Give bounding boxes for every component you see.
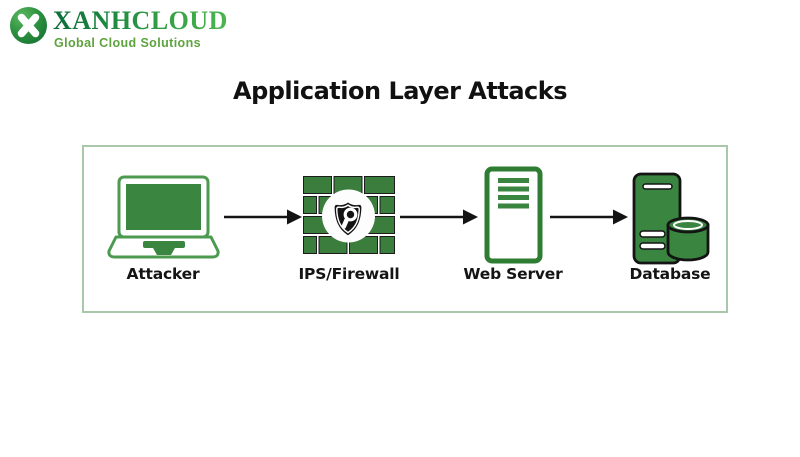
database-icon bbox=[632, 172, 710, 265]
brand-tagline: Global Cloud Solutions bbox=[54, 36, 201, 50]
brand-logo: XANHCLOUD Global Cloud Solutions bbox=[10, 7, 228, 50]
arrow-webserver-to-database bbox=[550, 209, 628, 225]
laptop-icon bbox=[107, 175, 220, 259]
brand-name: XANHCLOUD bbox=[53, 6, 228, 35]
page-title: Application Layer Attacks bbox=[233, 77, 568, 105]
x-mark-icon bbox=[10, 7, 47, 44]
arrow-firewall-to-webserver bbox=[400, 209, 478, 225]
server-icon bbox=[484, 166, 543, 264]
arrow-attacker-to-firewall bbox=[224, 209, 302, 225]
node-label-attacker: Attacker bbox=[126, 265, 200, 283]
node-label-database: Database bbox=[629, 265, 711, 283]
node-label-web-server: Web Server bbox=[463, 265, 563, 283]
firewall-shield-icon bbox=[303, 176, 395, 254]
node-label-ips-firewall: IPS/Firewall bbox=[298, 265, 400, 283]
